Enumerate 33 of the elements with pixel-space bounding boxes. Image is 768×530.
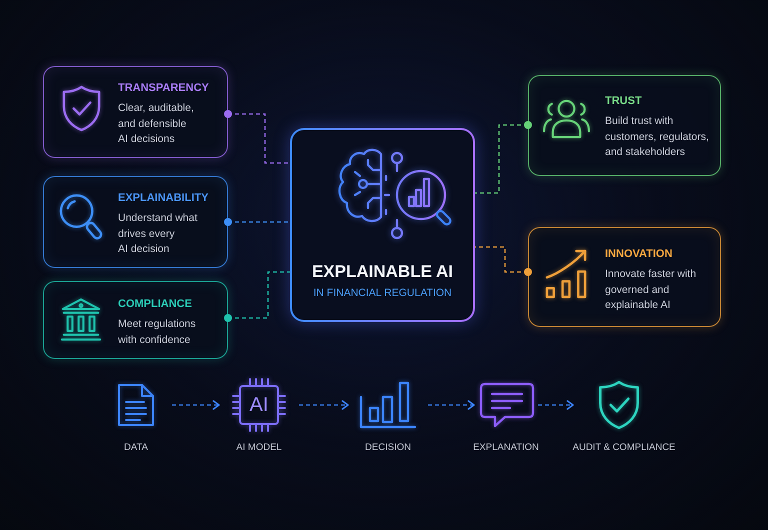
feature-card (528, 75, 721, 176)
dashed-connector (224, 110, 290, 164)
feature-card (43, 66, 228, 158)
dashed-arrow (299, 400, 349, 410)
card-heading: COMPLIANCE (118, 298, 192, 311)
dashed-arrow (538, 400, 574, 410)
step-label: DECISION (365, 442, 411, 454)
panel-title: EXPLAINABLE AI (312, 262, 454, 282)
card-description: Innovate faster with governed and explainable AI (605, 267, 696, 313)
step-label: AI MODEL (236, 442, 282, 454)
card-heading: INNOVATION (605, 248, 672, 261)
central-panel (290, 128, 475, 322)
card-heading: TRUST (605, 95, 642, 108)
card-description: Understand what drives every AI decision (118, 211, 198, 257)
step-label: EXPLANATION (473, 442, 539, 454)
card-heading: TRANSPARENCY (118, 82, 209, 95)
dashed-connector (475, 121, 532, 194)
chip-text: AI (250, 394, 268, 416)
feature-card (528, 227, 721, 327)
dashed-connector (475, 246, 532, 276)
step-label: DATA (124, 442, 148, 454)
step-label: AUDIT & COMPLIANCE (572, 442, 676, 454)
dashed-arrow (172, 400, 220, 410)
dashed-connector (224, 271, 290, 322)
dashed-connector (224, 218, 290, 226)
card-description: Meet regulations with confidence (118, 317, 196, 348)
feature-card (43, 176, 228, 268)
feature-card (43, 281, 228, 359)
dashed-arrow (428, 400, 475, 410)
card-description: Build trust with customers, regulators, and stakeholders (605, 114, 709, 160)
panel-subtitle: IN FINANCIAL REGULATION (313, 287, 452, 300)
card-heading: EXPLAINABILITY (118, 192, 208, 205)
card-description: Clear, auditable, and defensible AI decisions (118, 101, 194, 147)
